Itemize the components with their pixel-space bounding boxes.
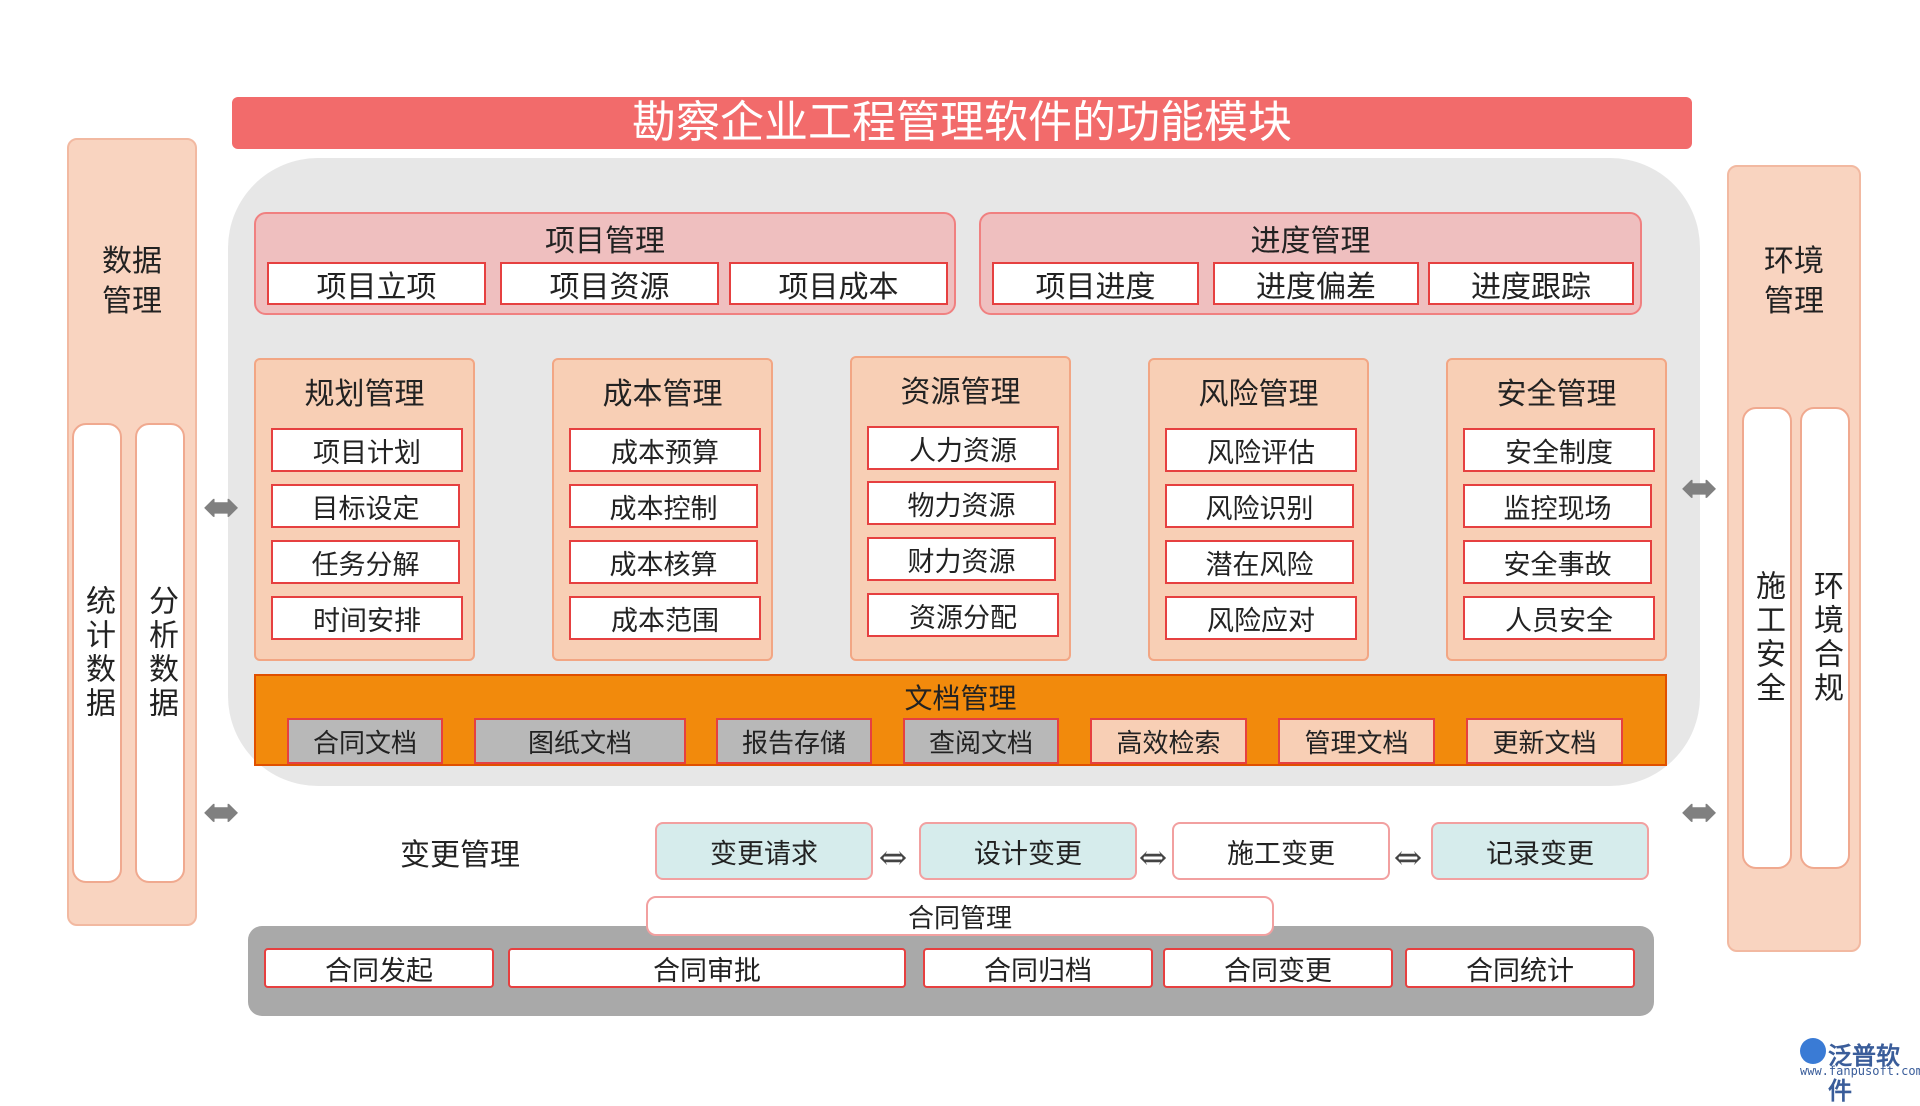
schedule-deviation: 进度偏差 bbox=[1213, 262, 1419, 305]
contract-management-title: 合同管理 bbox=[646, 896, 1274, 936]
risk-management-title: 风险管理 bbox=[1198, 377, 1319, 412]
schedule-tracking: 进度跟踪 bbox=[1428, 262, 1634, 305]
record-change: 记录变更 bbox=[1431, 822, 1649, 880]
risk-item-3: 潜在风险 bbox=[1165, 540, 1354, 584]
brand-logo-icon bbox=[1800, 1038, 1826, 1064]
planning-item-4: 时间安排 bbox=[271, 596, 463, 640]
project-cost: 项目成本 bbox=[729, 262, 948, 305]
change-arrow-2-icon: ⇔ bbox=[1138, 838, 1168, 878]
planning-item-1: 项目计划 bbox=[271, 428, 463, 472]
safety-item-1: 安全制度 bbox=[1463, 428, 1655, 472]
cost-item-2: 成本控制 bbox=[569, 484, 758, 528]
safety-item-3: 安全事故 bbox=[1463, 540, 1652, 584]
cost-item-4: 成本范围 bbox=[569, 596, 761, 640]
project-resources: 项目资源 bbox=[500, 262, 719, 305]
change-arrow-3-icon: ⇔ bbox=[1393, 838, 1423, 878]
safety-management-title: 安全管理 bbox=[1496, 377, 1617, 412]
doc-drawings: 图纸文档 bbox=[474, 718, 686, 764]
planning-item-3: 任务分解 bbox=[271, 540, 460, 584]
cost-management-title: 成本管理 bbox=[602, 377, 723, 412]
right-upper-double-arrow-icon: ⬌ bbox=[1680, 463, 1718, 514]
change-request: 变更请求 bbox=[655, 822, 873, 880]
environment-management-title-1: 环境 bbox=[1764, 244, 1824, 279]
doc-efficient-search: 高效检索 bbox=[1090, 718, 1247, 764]
planning-management-title: 规划管理 bbox=[304, 377, 425, 412]
project-schedule: 项目进度 bbox=[992, 262, 1199, 305]
safety-item-4: 人员安全 bbox=[1463, 596, 1655, 640]
planning-item-2: 目标设定 bbox=[271, 484, 460, 528]
construction-safety: 施工安全 bbox=[1742, 407, 1792, 869]
risk-item-1: 风险评估 bbox=[1165, 428, 1357, 472]
resource-item-1: 人力资源 bbox=[867, 426, 1059, 470]
change-management-title: 变更管理 bbox=[400, 838, 520, 873]
project-management-title: 项目管理 bbox=[545, 224, 665, 259]
left-upper-double-arrow-icon: ⬌ bbox=[202, 482, 240, 533]
safety-item-2: 监控现场 bbox=[1463, 484, 1652, 528]
change-arrow-1-icon: ⇔ bbox=[878, 838, 908, 878]
environment-management-title-2: 管理 bbox=[1764, 284, 1824, 319]
risk-item-4: 风险应对 bbox=[1165, 596, 1357, 640]
left-lower-double-arrow-icon: ⬌ bbox=[202, 787, 240, 838]
contract-change: 合同变更 bbox=[1163, 948, 1393, 988]
doc-update: 更新文档 bbox=[1466, 718, 1623, 764]
analytical-data: 分析数据 bbox=[135, 423, 185, 883]
contract-statistics: 合同统计 bbox=[1405, 948, 1635, 988]
environmental-compliance: 环境合规 bbox=[1800, 407, 1850, 869]
document-management-title: 文档管理 bbox=[904, 682, 1017, 715]
contract-archive: 合同归档 bbox=[923, 948, 1153, 988]
page-title: 勘察企业工程管理软件的功能模块 bbox=[232, 97, 1692, 149]
data-management-title-2: 管理 bbox=[102, 284, 162, 319]
doc-review: 查阅文档 bbox=[903, 718, 1059, 764]
brand-watermark: 泛普软件 bbox=[1828, 1042, 1900, 1105]
cost-item-1: 成本预算 bbox=[569, 428, 761, 472]
statistical-data: 统计数据 bbox=[72, 423, 122, 883]
contract-initiate: 合同发起 bbox=[264, 948, 494, 988]
data-management-title-1: 数据 bbox=[102, 244, 162, 279]
design-change: 设计变更 bbox=[919, 822, 1137, 880]
schedule-management-title: 进度管理 bbox=[1250, 224, 1371, 259]
right-lower-double-arrow-icon: ⬌ bbox=[1680, 787, 1718, 838]
resource-item-3: 财力资源 bbox=[867, 537, 1056, 581]
construction-change: 施工变更 bbox=[1172, 822, 1390, 880]
doc-manage: 管理文档 bbox=[1278, 718, 1435, 764]
resource-item-2: 物力资源 bbox=[867, 481, 1056, 525]
resource-management-title: 资源管理 bbox=[900, 375, 1021, 410]
project-initiation: 项目立项 bbox=[267, 262, 486, 305]
doc-report-storage: 报告存储 bbox=[716, 718, 872, 764]
risk-item-2: 风险识别 bbox=[1165, 484, 1354, 528]
brand-url: www.fanpusoft.com bbox=[1800, 1064, 1920, 1078]
resource-item-4: 资源分配 bbox=[867, 593, 1059, 637]
doc-contract: 合同文档 bbox=[287, 718, 443, 764]
contract-approval: 合同审批 bbox=[508, 948, 906, 988]
cost-item-3: 成本核算 bbox=[569, 540, 758, 584]
